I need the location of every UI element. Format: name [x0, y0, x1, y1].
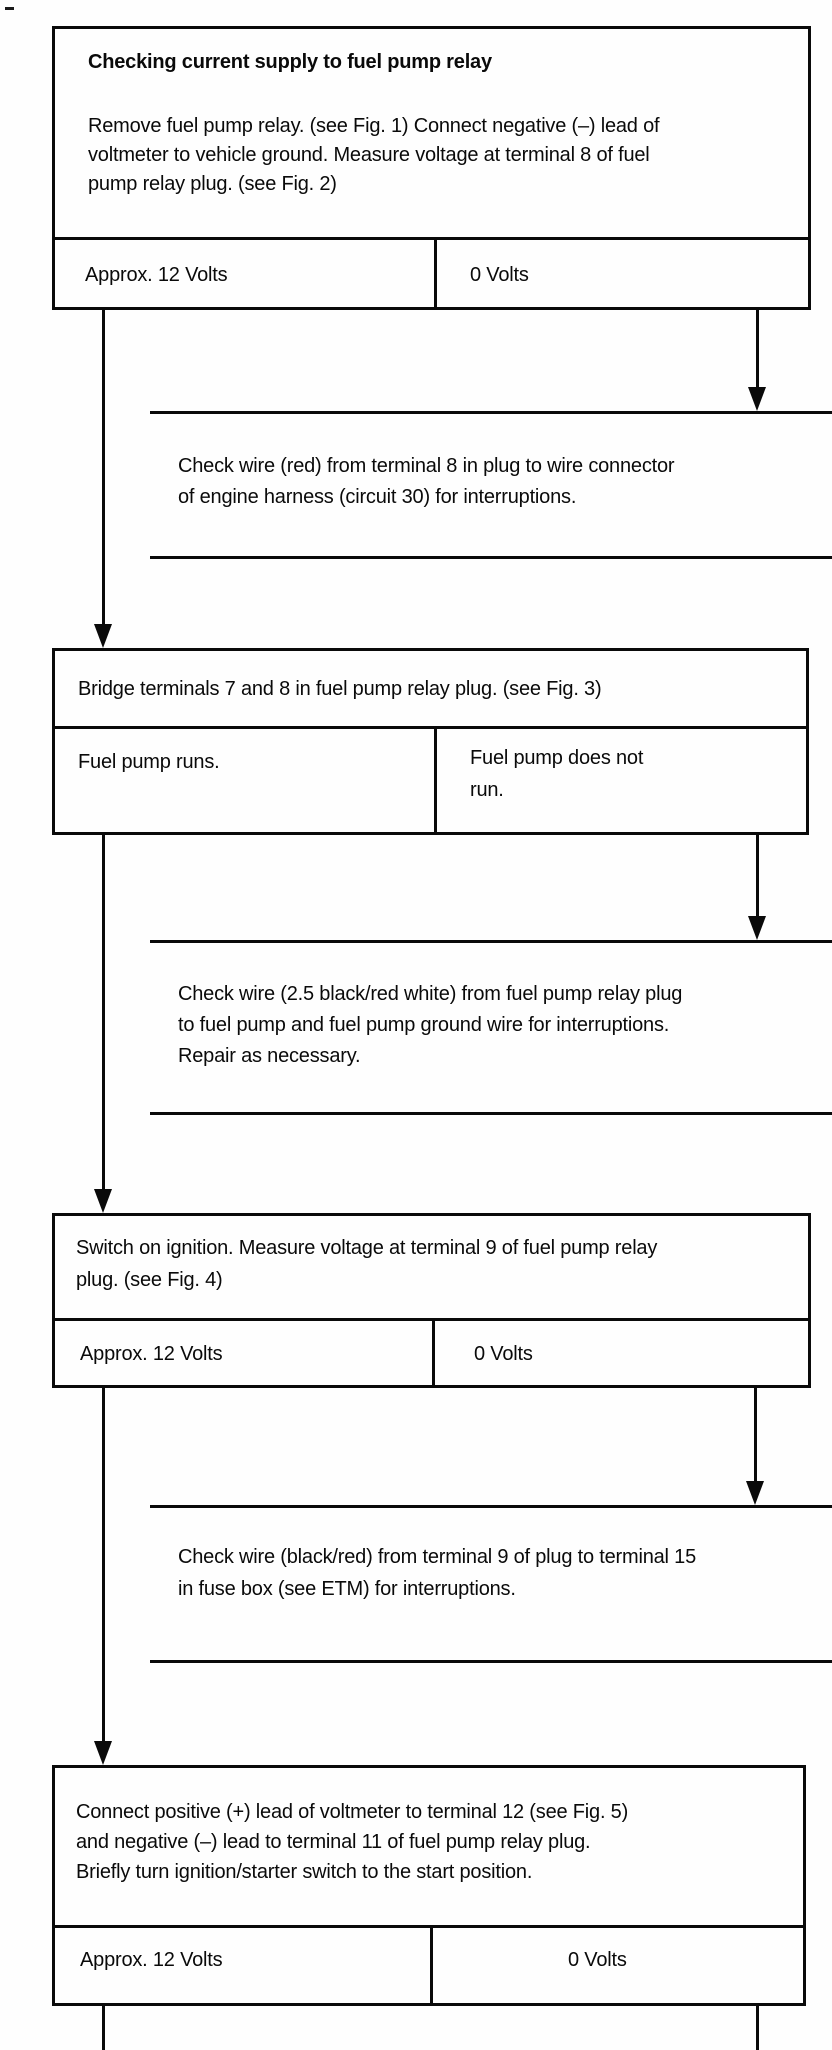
step1-result-divider — [52, 237, 811, 240]
step4-box — [52, 1765, 806, 2006]
step2-result-left: Fuel pump runs. — [78, 751, 220, 773]
step3-result-left: Approx. 12 Volts — [80, 1343, 223, 1365]
connector-step2-to-step3 — [102, 835, 105, 1191]
step3-body-line: plug. (see Fig. 4) — [76, 1269, 223, 1291]
step3-result-divider — [52, 1318, 811, 1321]
step4-body-line: Briefly turn ignition/starter switch to … — [76, 1861, 533, 1883]
step2-result-right-line: run. — [470, 779, 504, 801]
remedy3-line: Check wire (black/red) from terminal 9 o… — [178, 1546, 697, 1568]
scan-artifact-dash — [5, 7, 14, 10]
step3-box — [52, 1213, 811, 1388]
remedy2-top-rule — [150, 940, 832, 943]
connector-step4-left-cutoff — [102, 2006, 105, 2050]
step2-body: Bridge terminals 7 and 8 in fuel pump re… — [78, 678, 602, 700]
arrowhead-down-icon — [94, 624, 112, 648]
step3-cell-divider — [432, 1318, 435, 1388]
step1-result-left: Approx. 12 Volts — [85, 264, 228, 286]
arrow-step1-to-remedy1 — [756, 310, 759, 392]
step1-body-line: Remove fuel pump relay. (see Fig. 1) Con… — [88, 115, 660, 137]
arrowhead-down-icon — [748, 916, 766, 940]
step1-body-line: voltmeter to vehicle ground. Measure vol… — [88, 144, 650, 166]
remedy1-bottom-rule — [150, 556, 832, 559]
step4-body-line: and negative (–) lead to terminal 11 of … — [76, 1831, 591, 1853]
step2-result-right-line: Fuel pump does not — [470, 747, 644, 769]
step3-body-line: Switch on ignition. Measure voltage at t… — [76, 1237, 658, 1259]
arrowhead-down-icon — [94, 1189, 112, 1213]
step1-cell-divider — [434, 237, 437, 310]
remedy2-line: Check wire (2.5 black/red white) from fu… — [178, 983, 683, 1005]
remedy2-bottom-rule — [150, 1112, 832, 1115]
step4-result-right: 0 Volts — [568, 1949, 627, 1971]
step2-box — [52, 648, 809, 835]
remedy2-line: to fuel pump and fuel pump ground wire f… — [178, 1014, 670, 1036]
arrow-step2-to-remedy2 — [756, 835, 759, 921]
step4-result-divider — [52, 1925, 806, 1928]
step3-result-right: 0 Volts — [474, 1343, 533, 1365]
remedy3-top-rule — [150, 1505, 832, 1508]
remedy1-top-rule — [150, 411, 832, 414]
step4-result-left: Approx. 12 Volts — [80, 1949, 223, 1971]
connector-step1-to-step2 — [102, 310, 105, 626]
step1-box — [52, 26, 811, 310]
arrow-step3-to-remedy3 — [754, 1388, 757, 1500]
remedy2-line: Repair as necessary. — [178, 1045, 361, 1067]
step2-cell-divider — [434, 726, 437, 835]
remedy1-line: Check wire (red) from terminal 8 in plug… — [178, 455, 675, 477]
remedy3-line: in fuse box (see ETM) for interruptions. — [178, 1578, 516, 1600]
remedy1-line: of engine harness (circuit 30) for inter… — [178, 486, 577, 508]
step2-result-divider — [52, 726, 809, 729]
arrowhead-down-icon — [94, 1741, 112, 1765]
arrowhead-down-icon — [748, 387, 766, 411]
step1-result-right: 0 Volts — [470, 264, 529, 286]
remedy3-bottom-rule — [150, 1660, 832, 1663]
arrowhead-down-icon — [746, 1481, 764, 1505]
step4-body-line: Connect positive (+) lead of voltmeter t… — [76, 1801, 629, 1823]
step4-cell-divider — [430, 1925, 433, 2006]
connector-step3-to-step4 — [102, 1388, 105, 1743]
step1-body-line: pump relay plug. (see Fig. 2) — [88, 173, 337, 195]
connector-step4-right-cutoff — [756, 2006, 759, 2050]
step1-title: Checking current supply to fuel pump rel… — [88, 51, 492, 73]
